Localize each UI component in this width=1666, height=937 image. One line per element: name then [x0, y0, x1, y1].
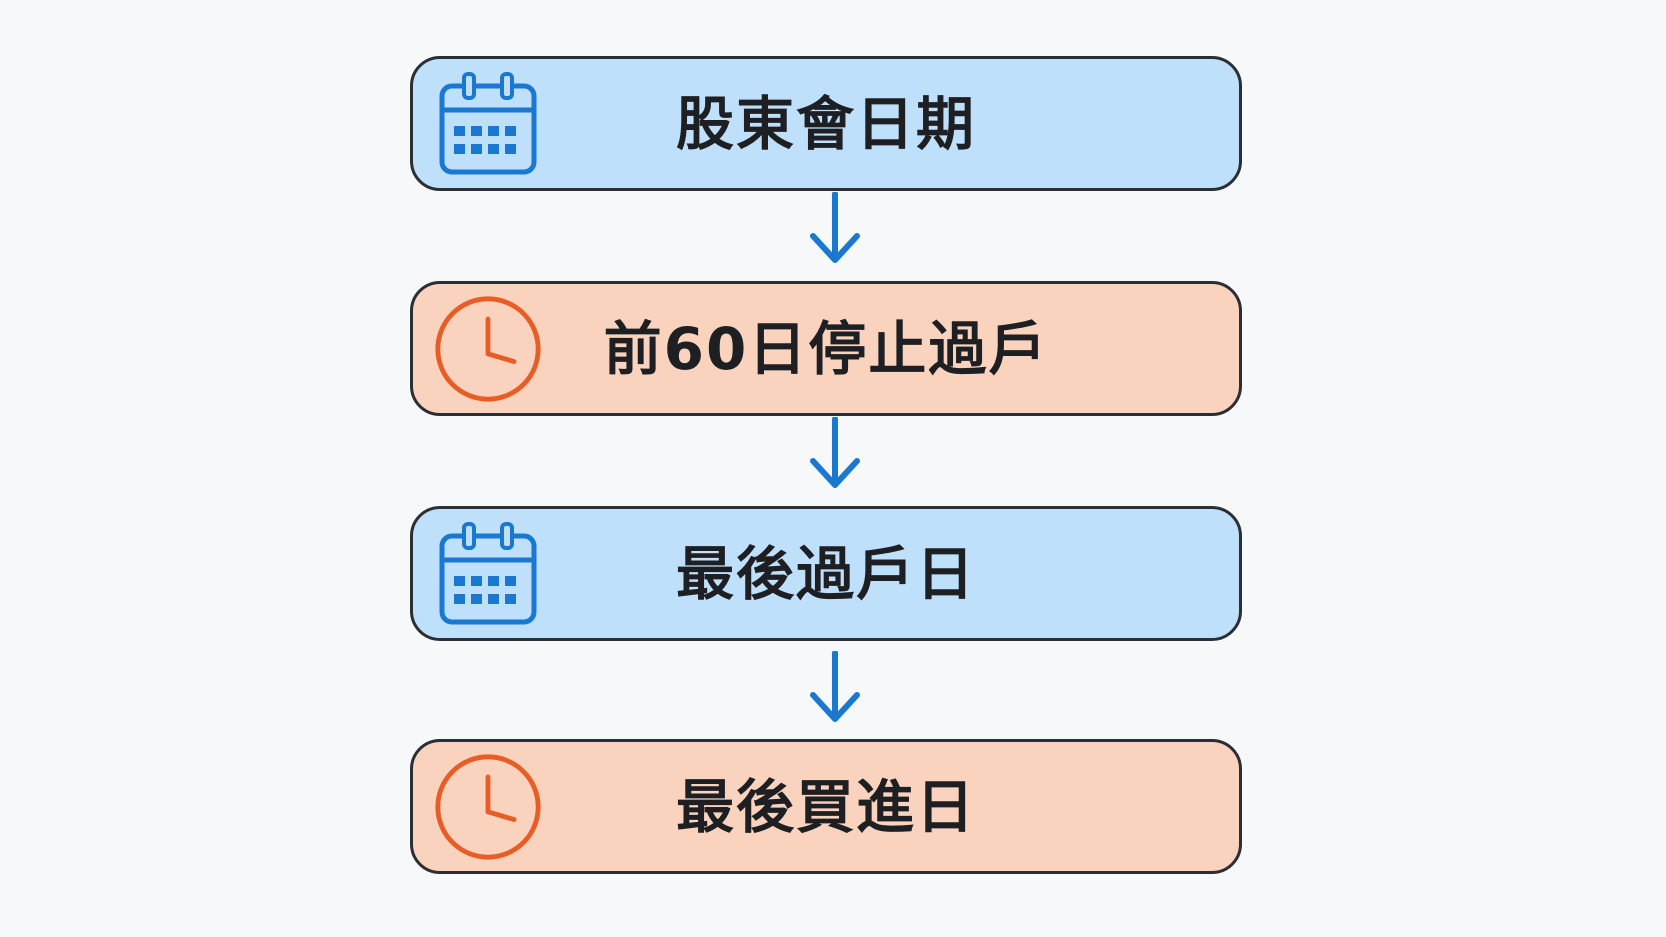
arrow-down-icon [810, 651, 860, 722]
clock-icon [433, 294, 543, 404]
step-shareholder-meeting-date: 股東會日期 [410, 56, 1242, 191]
step-last-transfer-date: 最後過戶日 [410, 506, 1242, 641]
step-stop-transfer-60-days: 前60日停止過戶 [410, 281, 1242, 416]
step-label: 股東會日期 [675, 89, 976, 158]
step-label: 最後過戶日 [675, 539, 976, 608]
calendar-icon [433, 69, 543, 179]
calendar-icon [433, 519, 543, 629]
clock-icon [433, 752, 543, 862]
step-label: 前60日停止過戶 [603, 314, 1049, 383]
arrow-down-icon [810, 192, 860, 263]
step-label: 最後買進日 [675, 772, 976, 841]
step-last-buy-date: 最後買進日 [410, 739, 1242, 874]
arrow-down-icon [810, 417, 860, 488]
